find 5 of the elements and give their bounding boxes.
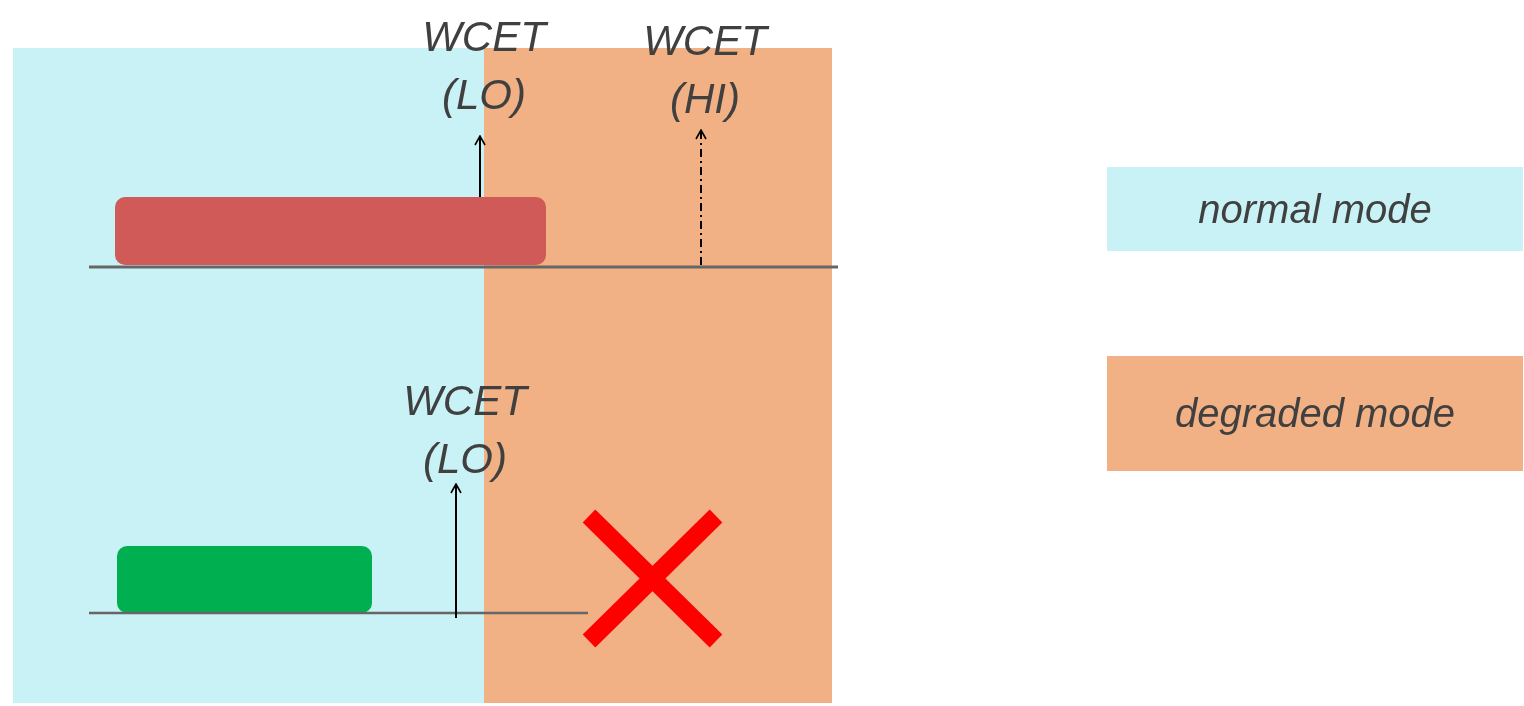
- wcet-label: WCET (LO): [409, 8, 559, 124]
- legend-text: degraded mode: [1174, 391, 1456, 436]
- task-bar: [117, 546, 372, 613]
- legend-text: normal mode: [1198, 186, 1432, 232]
- task-bar: [115, 197, 546, 265]
